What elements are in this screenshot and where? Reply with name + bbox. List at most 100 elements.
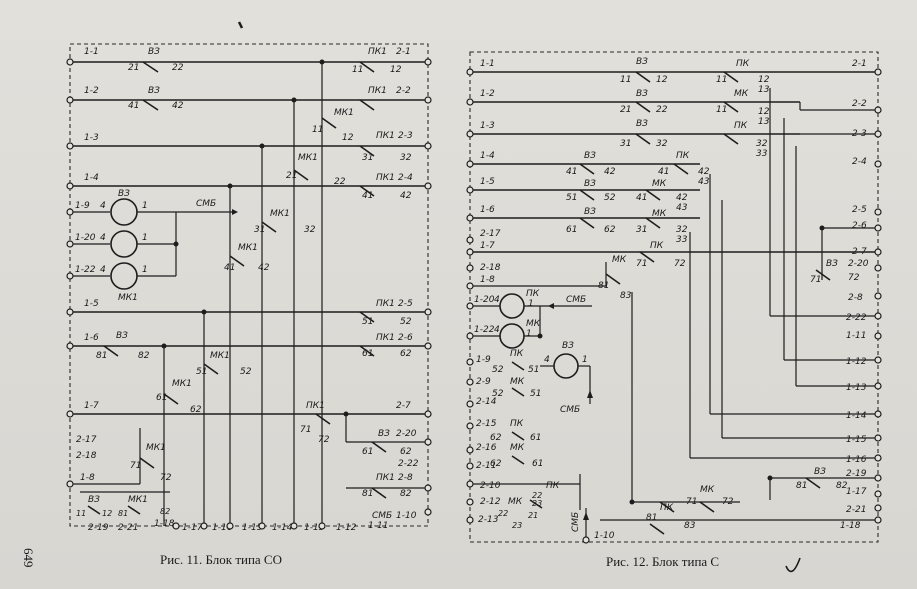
svg-text:МК: МК <box>526 319 541 329</box>
svg-text:42: 42 <box>698 167 710 177</box>
svg-text:31: 31 <box>620 139 631 149</box>
svg-text:МК1: МК1 <box>146 443 166 453</box>
svg-text:2-2: 2-2 <box>852 99 867 109</box>
svg-text:2-6: 2-6 <box>398 333 413 343</box>
svg-text:83: 83 <box>684 521 696 531</box>
svg-text:СМБ: СМБ <box>372 511 392 521</box>
svg-text:4: 4 <box>100 201 106 211</box>
svg-text:2-8: 2-8 <box>398 473 413 483</box>
signal-label: СМБ <box>196 199 216 209</box>
svg-text:12: 12 <box>758 107 770 117</box>
svg-text:ВЗ: ВЗ <box>116 331 128 341</box>
figure-12-block-c: 1-1 ВЗ 11 12 ПК 11 12 13 2-1 1-2 ВЗ 21 2… <box>466 51 882 544</box>
svg-text:1-6: 1-6 <box>480 205 495 215</box>
figure-12-caption: Рис. 12. Блок типа С <box>606 554 719 569</box>
svg-text:2-4: 2-4 <box>398 173 413 183</box>
svg-text:МК1: МК1 <box>238 243 258 253</box>
svg-text:2-3: 2-3 <box>398 131 413 141</box>
svg-text:1-5: 1-5 <box>84 299 99 309</box>
svg-text:42: 42 <box>400 191 412 201</box>
svg-text:61: 61 <box>362 349 373 359</box>
svg-text:СМБ: СМБ <box>560 405 580 415</box>
svg-text:13: 13 <box>758 117 770 127</box>
svg-text:32: 32 <box>400 153 412 163</box>
coil-vz <box>553 353 579 379</box>
svg-text:1-3: 1-3 <box>480 121 495 131</box>
svg-text:22: 22 <box>498 509 508 518</box>
svg-text:2-12: 2-12 <box>480 497 501 507</box>
svg-text:1-3: 1-3 <box>84 133 99 143</box>
svg-text:21: 21 <box>128 63 139 73</box>
svg-text:31: 31 <box>362 153 373 163</box>
svg-text:1-6: 1-6 <box>84 333 99 343</box>
svg-text:82: 82 <box>160 507 170 516</box>
svg-text:43: 43 <box>698 177 710 187</box>
svg-text:32: 32 <box>756 139 768 149</box>
svg-text:2-7: 2-7 <box>396 401 411 411</box>
svg-text:2-5: 2-5 <box>398 299 413 309</box>
svg-text:МК: МК <box>612 255 627 265</box>
svg-text:ВЗ: ВЗ <box>562 341 574 351</box>
svg-text:1-22: 1-22 <box>75 265 96 275</box>
svg-text:41: 41 <box>636 193 647 203</box>
svg-text:21: 21 <box>620 105 631 115</box>
svg-text:62: 62 <box>190 405 202 415</box>
check-mark <box>785 557 801 573</box>
svg-text:ПК: ПК <box>734 121 748 131</box>
svg-text:1-16: 1-16 <box>846 455 867 465</box>
svg-text:МК: МК <box>652 179 667 189</box>
svg-text:83: 83 <box>620 291 632 301</box>
svg-text:4: 4 <box>494 325 500 335</box>
svg-text:61: 61 <box>530 433 541 443</box>
svg-text:41: 41 <box>128 101 139 111</box>
svg-text:72: 72 <box>318 435 330 445</box>
svg-text:12: 12 <box>342 133 354 143</box>
svg-text:2-14: 2-14 <box>476 397 497 407</box>
svg-text:42: 42 <box>258 263 270 273</box>
svg-text:1-18: 1-18 <box>154 519 175 529</box>
svg-text:62: 62 <box>490 459 502 469</box>
coil-vz <box>110 198 138 226</box>
svg-text:2-8: 2-8 <box>848 293 863 303</box>
svg-text:1: 1 <box>142 201 148 211</box>
figure-11-block-co: 1-1 ВЗ 21 22 ПК1 2-1 11 12 1-2 ВЗ 41 42 … <box>66 43 432 533</box>
svg-text:62: 62 <box>400 447 412 457</box>
svg-text:СМБ: СМБ <box>566 295 586 305</box>
svg-text:11: 11 <box>716 75 727 85</box>
svg-text:1-10: 1-10 <box>594 531 615 541</box>
svg-text:31: 31 <box>636 225 647 235</box>
svg-text:2-9: 2-9 <box>476 377 491 387</box>
svg-text:31: 31 <box>254 225 265 235</box>
svg-text:СМБ: СМБ <box>571 512 581 532</box>
svg-text:1-11: 1-11 <box>368 521 388 531</box>
svg-text:ПК: ПК <box>546 481 560 491</box>
svg-text:62: 62 <box>490 433 502 443</box>
svg-text:21: 21 <box>528 511 538 520</box>
svg-text:2-1: 2-1 <box>852 59 867 69</box>
svg-text:1-4: 1-4 <box>480 151 495 161</box>
svg-text:МК: МК <box>734 89 749 99</box>
svg-text:72: 72 <box>848 273 860 283</box>
svg-text:2-15: 2-15 <box>476 419 497 429</box>
svg-text:1-9: 1-9 <box>75 201 90 211</box>
svg-text:1-14: 1-14 <box>272 523 293 533</box>
svg-text:2-19: 2-19 <box>88 523 109 533</box>
svg-text:ВЗ: ВЗ <box>584 179 596 189</box>
svg-text:2-20: 2-20 <box>848 259 869 269</box>
svg-text:1-20: 1-20 <box>474 295 495 305</box>
svg-text:42: 42 <box>172 101 184 111</box>
svg-text:1-10: 1-10 <box>396 511 417 521</box>
svg-text:1-11: 1-11 <box>846 331 866 341</box>
enclosure-left <box>69 43 429 527</box>
svg-text:22: 22 <box>532 491 542 500</box>
svg-text:1-7: 1-7 <box>480 241 495 251</box>
svg-text:1-7: 1-7 <box>84 401 99 411</box>
svg-text:ПК1: ПК1 <box>376 333 395 343</box>
svg-text:11: 11 <box>620 75 631 85</box>
svg-text:23: 23 <box>532 499 542 508</box>
svg-text:2-17: 2-17 <box>480 229 501 239</box>
svg-text:ПК: ПК <box>526 289 540 299</box>
page-number: 649 <box>21 548 36 568</box>
svg-text:МК: МК <box>652 209 667 219</box>
svg-text:2-22: 2-22 <box>846 313 867 323</box>
